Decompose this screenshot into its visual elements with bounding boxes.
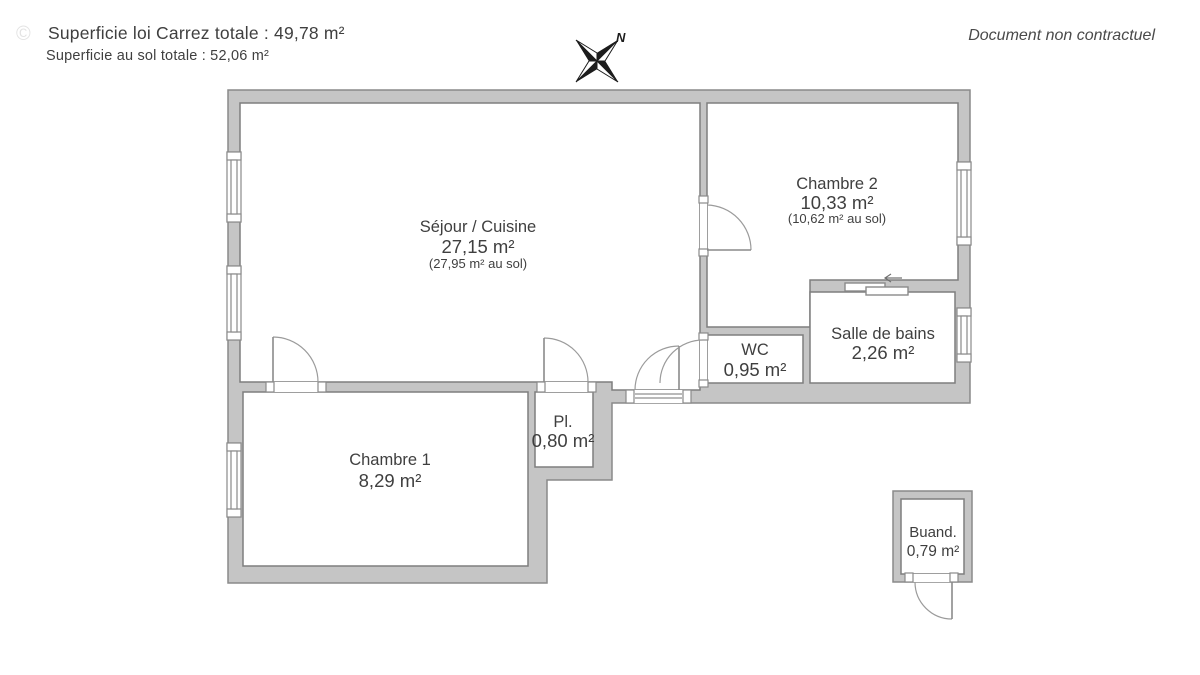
label-sejour-area: 27,15 m²: [441, 236, 514, 257]
label-chambre1-area: 8,29 m²: [359, 470, 422, 491]
room-wc: [706, 334, 804, 384]
door-sejour-chambre1: [265, 336, 327, 393]
label-salle-de-bains-area: 2,26 m²: [852, 342, 915, 363]
watermark-logo: ©: [16, 23, 31, 45]
label-sejour-floor-area: (27,95 m² au sol): [429, 256, 527, 271]
window-chambre2-right: [956, 161, 972, 246]
label-chambre2-name: Chambre 2: [796, 175, 878, 193]
room-placard: [534, 391, 594, 468]
window-salle-de-bains-right: [956, 307, 972, 363]
room-buanderie: [892, 490, 973, 583]
window-sejour-left-2: [226, 265, 242, 341]
room-chambre2: [706, 102, 959, 328]
door-wc: [659, 332, 709, 388]
room-salle-de-bains: [809, 291, 956, 384]
north-label: N: [616, 30, 626, 45]
label-chambre2-floor-area: (10,62 m² au sol): [788, 211, 886, 226]
label-wc-name: WC: [741, 341, 769, 359]
label-buanderie-name: Buand.: [909, 524, 957, 541]
room-sejour-cuisine: [239, 102, 701, 391]
label-chambre2-area: 10,33 m²: [800, 192, 873, 213]
door-salle-de-bains-sliding: [844, 273, 909, 296]
label-salle-de-bains-name: Salle de bains: [831, 325, 935, 343]
room-chambre1: [242, 391, 529, 567]
window-sejour-left-1: [226, 151, 242, 223]
disclaimer-label: Document non contractuel: [968, 27, 1155, 44]
label-wc-area: 0,95 m²: [724, 359, 787, 380]
door-buanderie: [904, 572, 959, 620]
door-sejour-placard: [536, 337, 597, 393]
compass-icon: N: [575, 30, 626, 83]
label-buanderie-area: 0,79 m²: [907, 543, 960, 560]
window-chambre1-left: [226, 442, 242, 518]
floor-area-total-label: Superficie au sol totale : 52,06 m²: [46, 48, 269, 64]
label-sejour-name: Séjour / Cuisine: [420, 218, 536, 236]
label-placard-area: 0,80 m²: [532, 430, 595, 451]
label-chambre1-name: Chambre 1: [349, 451, 431, 469]
door-entrance: [625, 345, 692, 404]
carrez-total-label: Superficie loi Carrez totale : 49,78 m²: [48, 23, 345, 43]
label-placard-name: Pl.: [553, 413, 572, 431]
door-chambre2: [698, 195, 752, 257]
